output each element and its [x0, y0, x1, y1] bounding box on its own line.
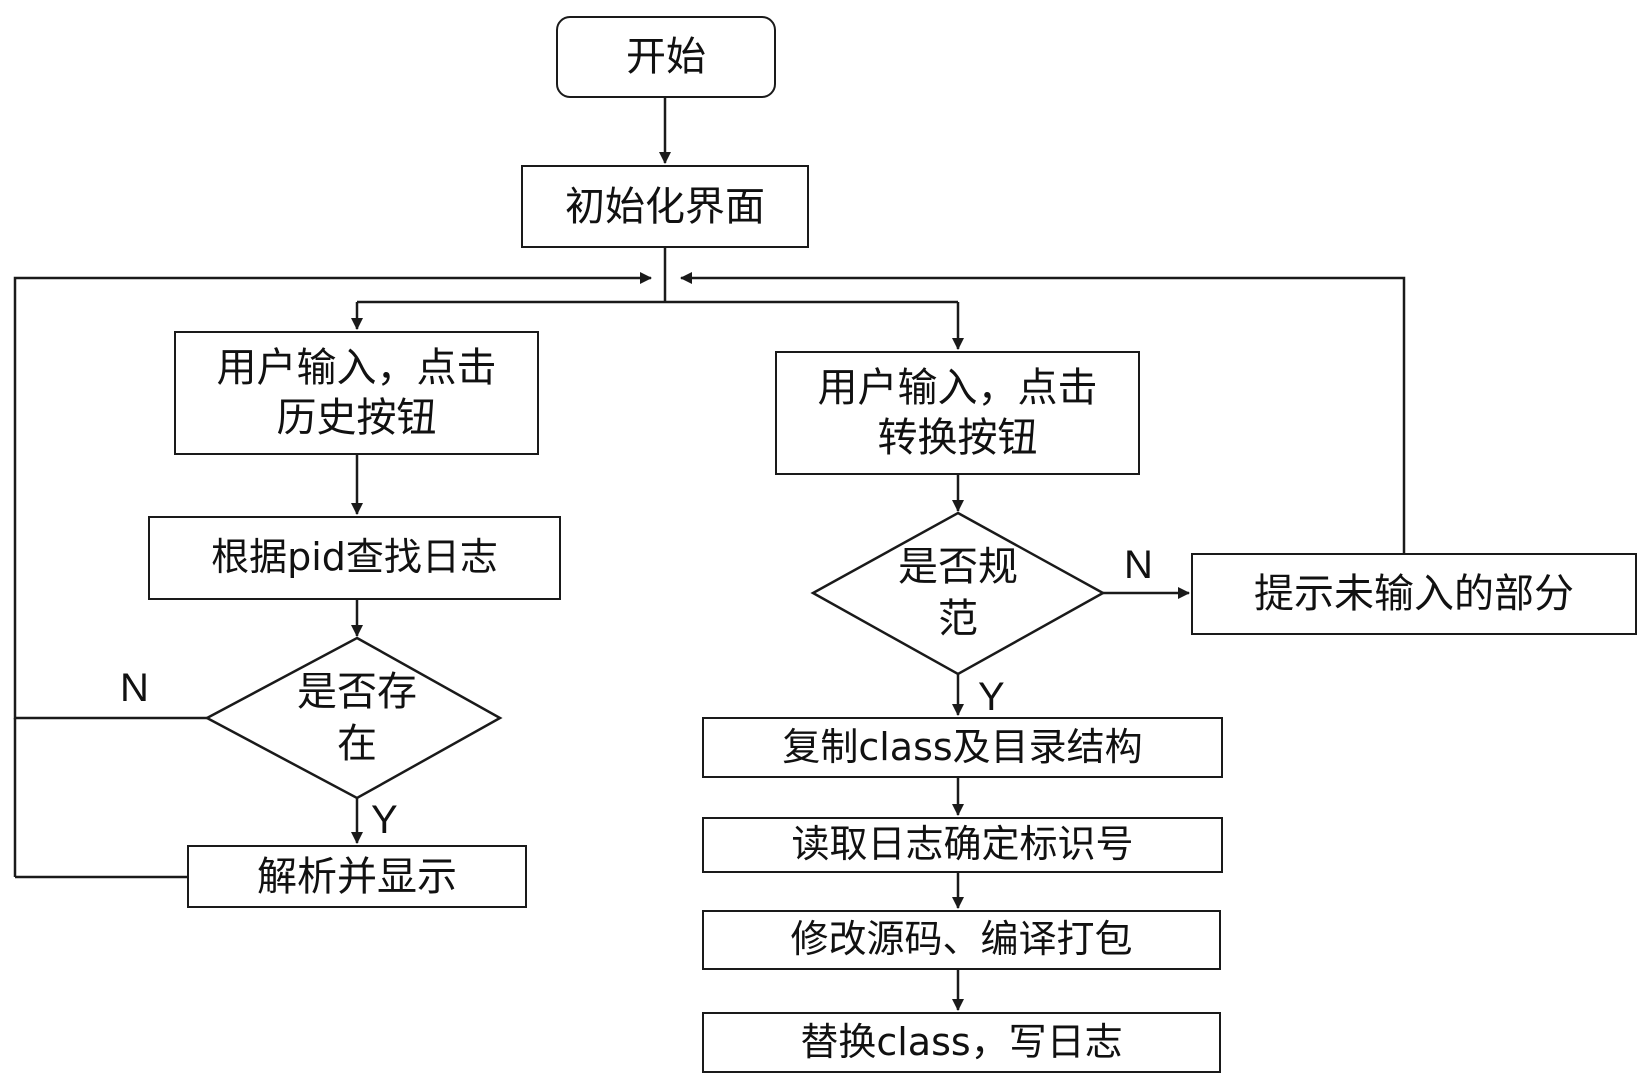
- init-ui-label: 初始化界面: [565, 183, 765, 230]
- history-click-node: 用户输入，点击历史按钮: [174, 331, 539, 455]
- copy-class-node: 复制class及目录结构: [702, 717, 1223, 778]
- edge-exists-loop: [13, 272, 652, 720]
- normative-decision-diamond: [810, 511, 1106, 676]
- edge-prompt-loop: [680, 272, 1406, 553]
- prompt-missing-node: 提示未输入的部分: [1191, 553, 1637, 635]
- init-ui-node: 初始化界面: [521, 165, 809, 248]
- replace-class-label: 替换class，写日志: [800, 1019, 1123, 1064]
- normative-yes-label: Y: [978, 675, 1005, 719]
- find-log-node: 根据pid查找日志: [148, 516, 561, 600]
- exists-label: 是否存在: [297, 669, 417, 767]
- read-log-node: 读取日志确定标识号: [702, 817, 1223, 873]
- parse-display-node: 解析并显示: [187, 845, 527, 908]
- parse-display-label: 解析并显示: [257, 853, 457, 900]
- prompt-missing-label: 提示未输入的部分: [1254, 571, 1574, 617]
- convert-click-node: 用户输入，点击转换按钮: [775, 351, 1140, 475]
- normative-label-wrap: 是否规范: [888, 538, 1028, 648]
- modify-compile-node: 修改源码、编译打包: [702, 910, 1221, 970]
- find-log-label: 根据pid查找日志: [211, 535, 498, 580]
- read-log-label: 读取日志确定标识号: [791, 822, 1134, 867]
- exists-no-label: N: [120, 666, 149, 710]
- start-node: 开始: [556, 16, 776, 98]
- exists-yes-label: Y: [371, 798, 398, 842]
- convert-click-label: 用户输入，点击转换按钮: [817, 365, 1098, 461]
- history-click-label: 用户输入，点击历史按钮: [216, 345, 497, 441]
- replace-class-node: 替换class，写日志: [702, 1012, 1221, 1073]
- start-label: 开始: [626, 34, 706, 80]
- exists-decision-diamond: [204, 636, 503, 800]
- modify-compile-label: 修改源码、编译打包: [790, 917, 1133, 962]
- normative-label: 是否规范: [898, 544, 1018, 642]
- exists-label-wrap: 是否存在: [287, 663, 427, 773]
- normative-no-label: N: [1124, 543, 1153, 587]
- copy-class-label: 复制class及目录结构: [782, 724, 1143, 769]
